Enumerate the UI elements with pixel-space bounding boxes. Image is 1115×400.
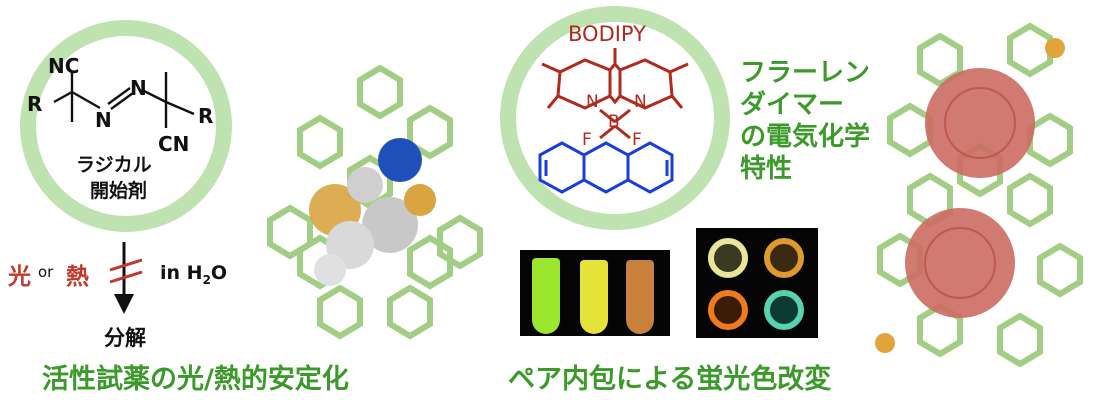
bodipy-atom-b: B — [608, 112, 620, 132]
vial-icon — [708, 238, 748, 278]
bodipy-atom-f-left: F — [582, 130, 592, 150]
right-title-line2: ダイマー — [740, 90, 845, 120]
bodipy-label: BODIPY — [568, 22, 646, 46]
right-title-line4: 特性 — [740, 154, 793, 184]
bodipy-structure — [538, 48, 689, 194]
bodipy-atom-f-right: F — [632, 130, 642, 150]
vial-icon — [764, 238, 804, 278]
vial-icon — [580, 260, 608, 334]
mol-r-right-label: R — [198, 104, 214, 128]
vial-icon — [764, 290, 804, 330]
or-label: or — [38, 263, 54, 281]
fullerene-icon — [905, 208, 1015, 318]
blocked-slash-icon — [109, 258, 143, 284]
decomposition-label: 分解 — [104, 326, 146, 350]
vial-icon — [708, 290, 748, 330]
in-water-label: in H2O — [160, 262, 227, 287]
middle-caption: ペア内包による蛍光色改変 — [508, 364, 832, 395]
right-title-line3: の電気化学 — [740, 122, 871, 152]
light-label: 光 — [8, 264, 31, 290]
arrow-down-icon — [114, 242, 134, 314]
bodipy-atom-n-left: N — [586, 92, 599, 112]
left-caption: 活性試薬の光/熱的安定化 — [42, 364, 349, 395]
mol-n1-label: N — [95, 108, 112, 132]
fullerene-icon — [925, 68, 1035, 178]
in-water-text: in H — [160, 262, 203, 284]
fullerene-dimer-structure — [875, 22, 1083, 368]
vial-icon — [532, 258, 560, 334]
initiator-label-line2: 開始剤 — [90, 180, 148, 202]
mol-n2-label: N — [130, 76, 147, 100]
mol-r-left-label: R — [27, 92, 43, 116]
vials-photo-topview — [696, 228, 818, 338]
mol-nc-label: NC — [48, 54, 80, 78]
water-o-text: O — [210, 262, 228, 284]
water-subscript: 2 — [202, 272, 211, 287]
bodipy-atom-n-right: N — [634, 92, 647, 112]
vials-photo-tubes — [520, 250, 670, 336]
azo-initiator-structure — [53, 72, 195, 128]
cage-structure-icon — [267, 64, 483, 340]
mol-cn-label: CN — [158, 132, 190, 156]
heat-label: 熱 — [66, 264, 89, 290]
vial-icon — [626, 260, 654, 334]
right-title-line1: フラーレン — [740, 58, 871, 88]
initiator-label-line1: ラジカル — [76, 154, 152, 176]
